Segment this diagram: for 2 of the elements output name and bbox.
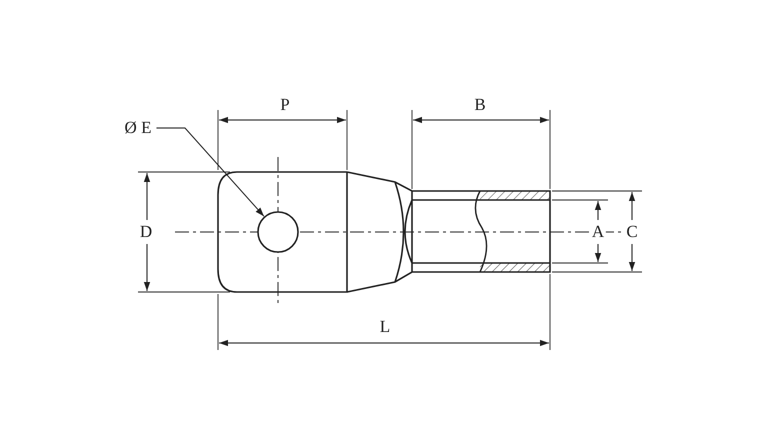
- mounting-hole: [257, 211, 299, 253]
- leader-line: [156, 128, 264, 217]
